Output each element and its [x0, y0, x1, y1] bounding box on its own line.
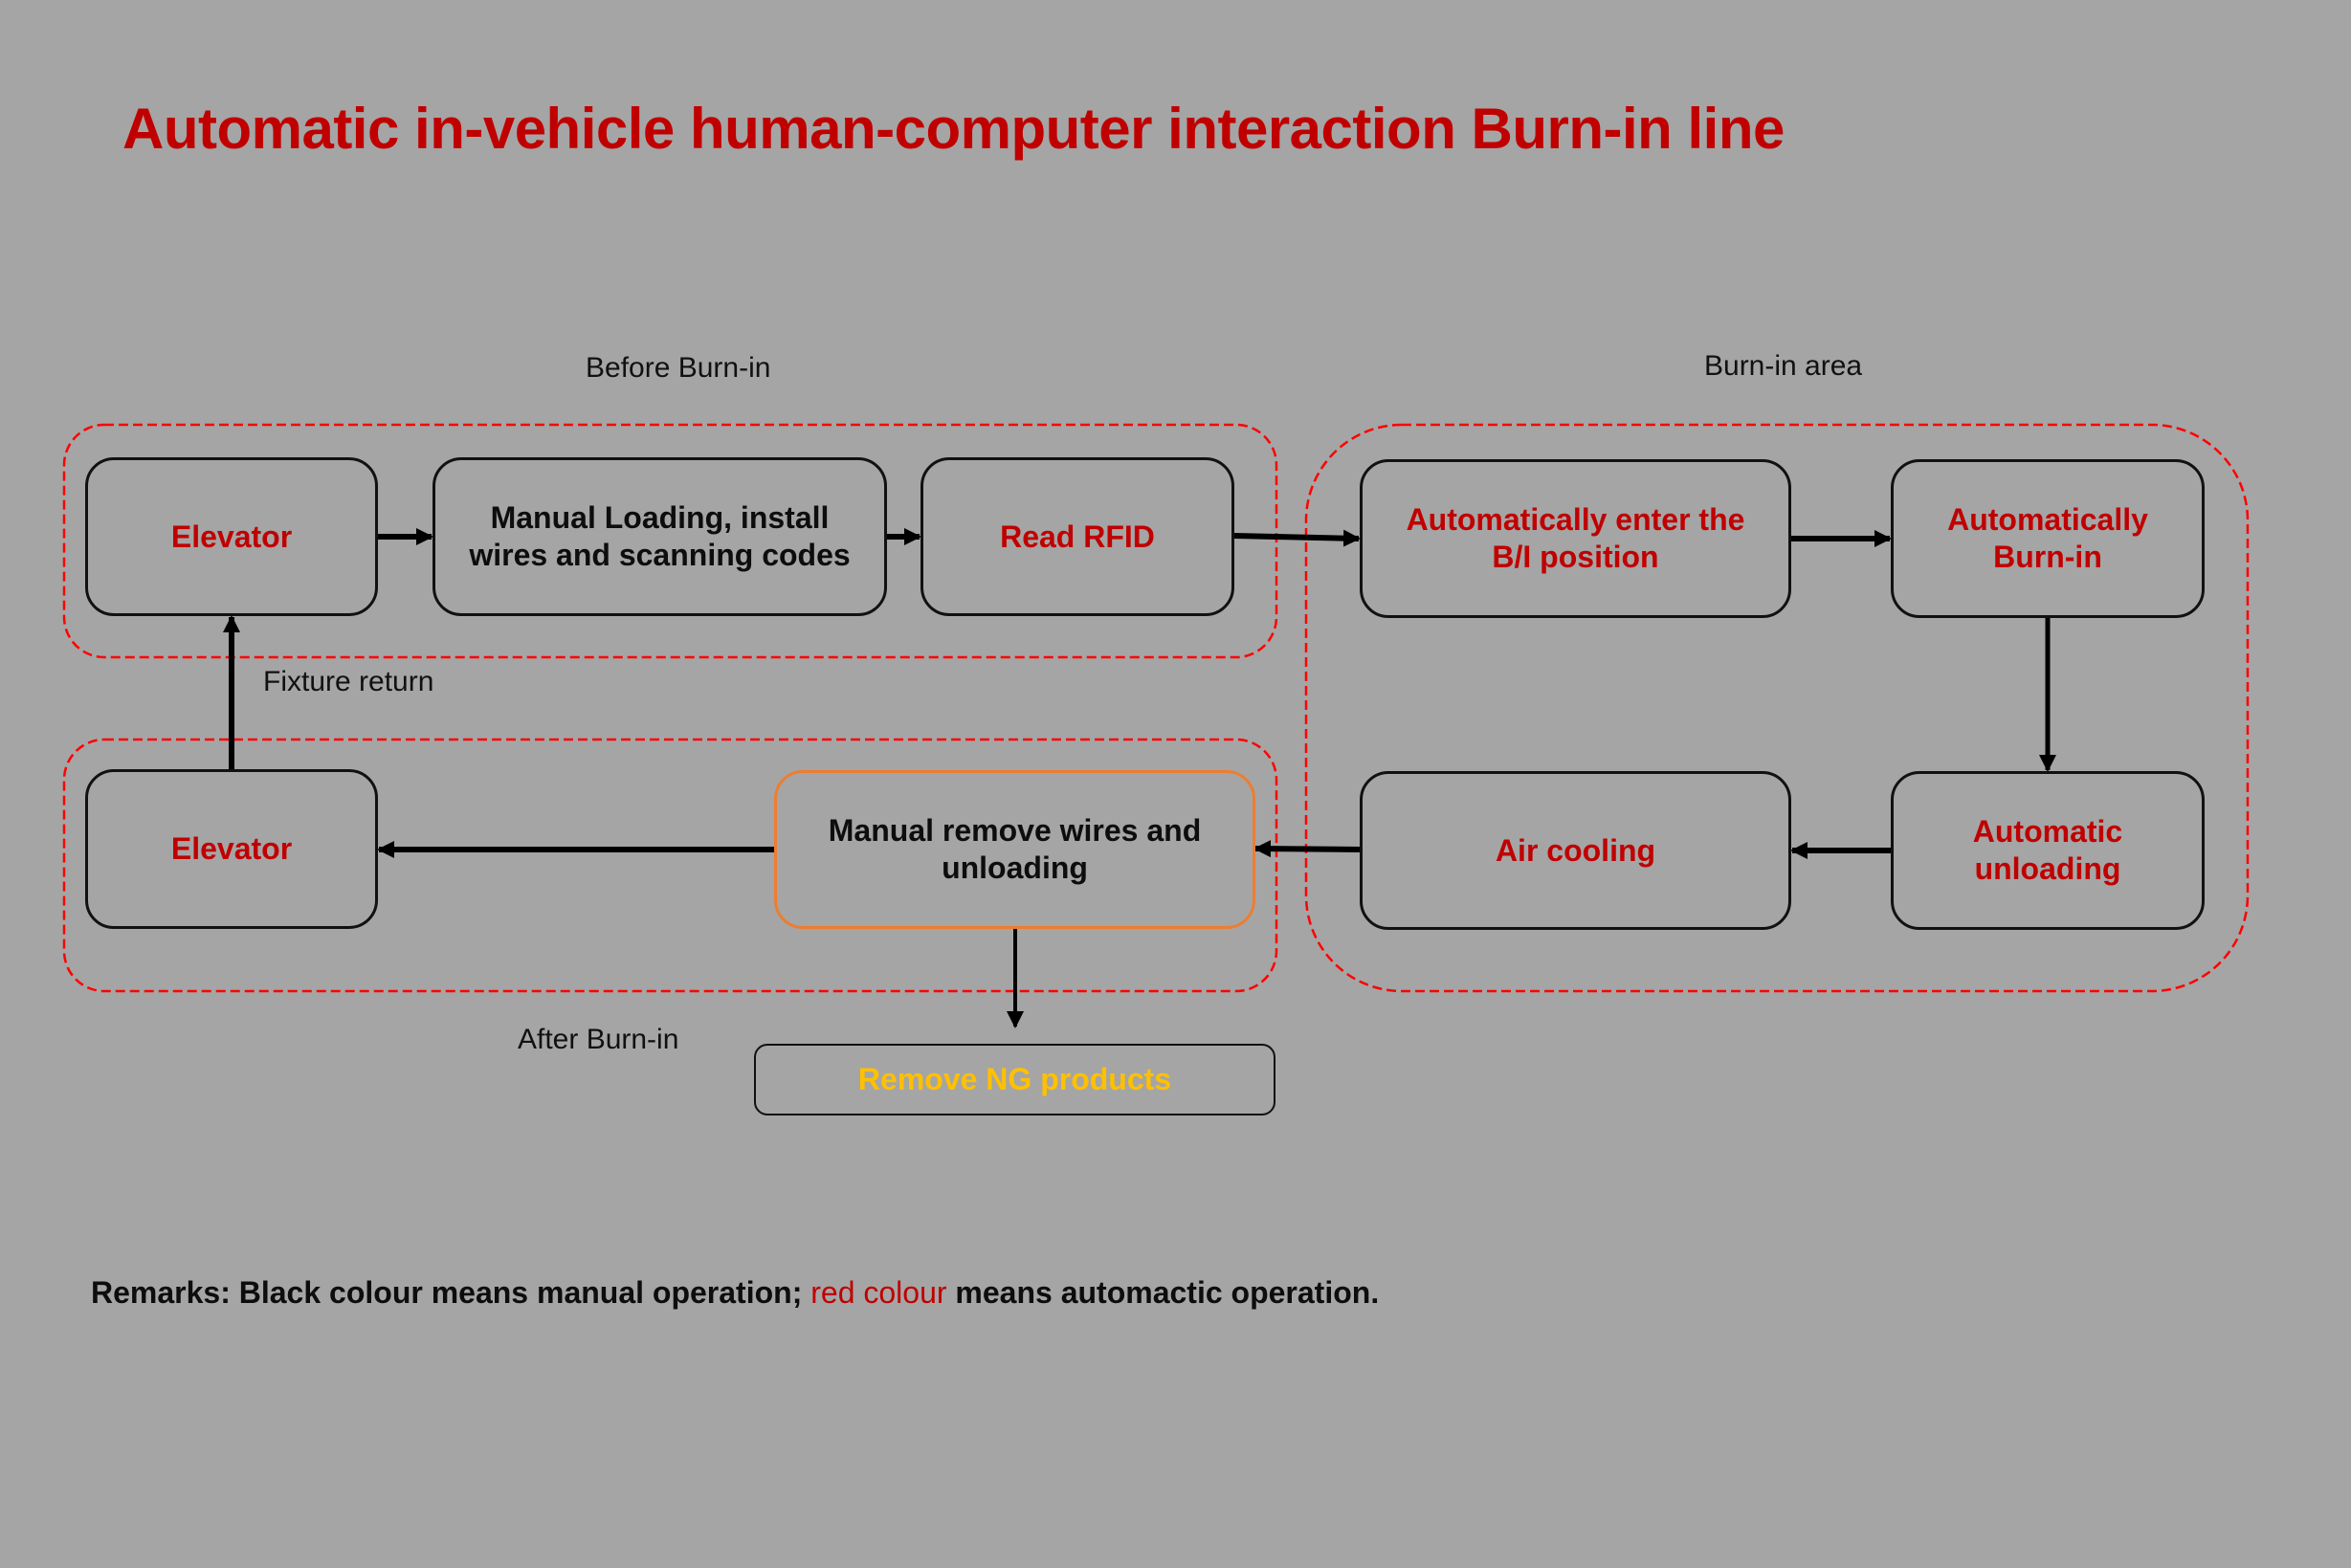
node-manual-loading-line1: Manual Loading, install: [490, 500, 830, 535]
remarks-part1: Remarks: Black colour means manual opera…: [91, 1275, 811, 1310]
arrow-air-cooling-to-manual-remove: [1253, 840, 1362, 858]
section-label-burnin-area: Burn-in area: [1704, 350, 1863, 382]
node-elevator-top: Elevator: [85, 457, 378, 616]
node-remove-ng-products: Remove NG products: [754, 1044, 1275, 1115]
node-manual-remove-line1: Manual remove wires and: [828, 813, 1202, 848]
node-air-cooling-label: Air cooling: [1495, 832, 1656, 868]
node-auto-unloading: Automatic unloading: [1891, 771, 2205, 930]
container-before-burnin: [62, 423, 1278, 659]
node-auto-unloading-line2: unloading: [1974, 851, 2121, 886]
section-label-before-burnin: Before Burn-in: [586, 352, 771, 384]
node-read-rfid-label: Read RFID: [1000, 519, 1155, 554]
arrow-rfid-to-enter-bi: [1233, 529, 1361, 547]
node-manual-remove-line2: unloading: [942, 850, 1088, 885]
fixture-return-label: Fixture return: [263, 666, 434, 697]
node-auto-burnin: Automatically Burn-in: [1891, 459, 2205, 618]
page-title: Automatic in-vehicle human-computer inte…: [122, 97, 1785, 161]
remarks-note: Remarks: Black colour means manual opera…: [91, 1275, 1379, 1311]
node-manual-loading: Manual Loading, install wires and scanni…: [432, 457, 887, 616]
section-label-after-burnin: After Burn-in: [518, 1024, 679, 1055]
container-burnin-area: [1304, 423, 2250, 993]
node-auto-burnin-line1: Automatically: [1947, 502, 2148, 537]
node-manual-remove: Manual remove wires and unloading: [774, 770, 1255, 929]
remarks-red-colour: red colour: [810, 1275, 947, 1310]
node-air-cooling: Air cooling: [1360, 771, 1791, 930]
container-after-burnin: [62, 738, 1278, 993]
node-elevator-bottom: Elevator: [85, 769, 378, 929]
node-enter-bi-line1: Automatically enter the: [1406, 502, 1745, 537]
node-auto-unloading-line1: Automatic: [1972, 814, 2123, 849]
node-auto-burnin-line2: Burn-in: [1993, 540, 2102, 574]
remarks-part3: means automactic operation.: [946, 1275, 1380, 1310]
node-elevator-bottom-label: Elevator: [170, 831, 293, 866]
node-elevator-top-label: Elevator: [170, 519, 293, 554]
node-enter-bi-line2: B/I position: [1492, 540, 1659, 574]
node-read-rfid: Read RFID: [920, 457, 1234, 616]
node-remove-ng-label: Remove NG products: [857, 1062, 1172, 1096]
node-enter-bi-position: Automatically enter the B/I position: [1360, 459, 1791, 618]
node-manual-loading-line2: wires and scanning codes: [469, 538, 851, 572]
